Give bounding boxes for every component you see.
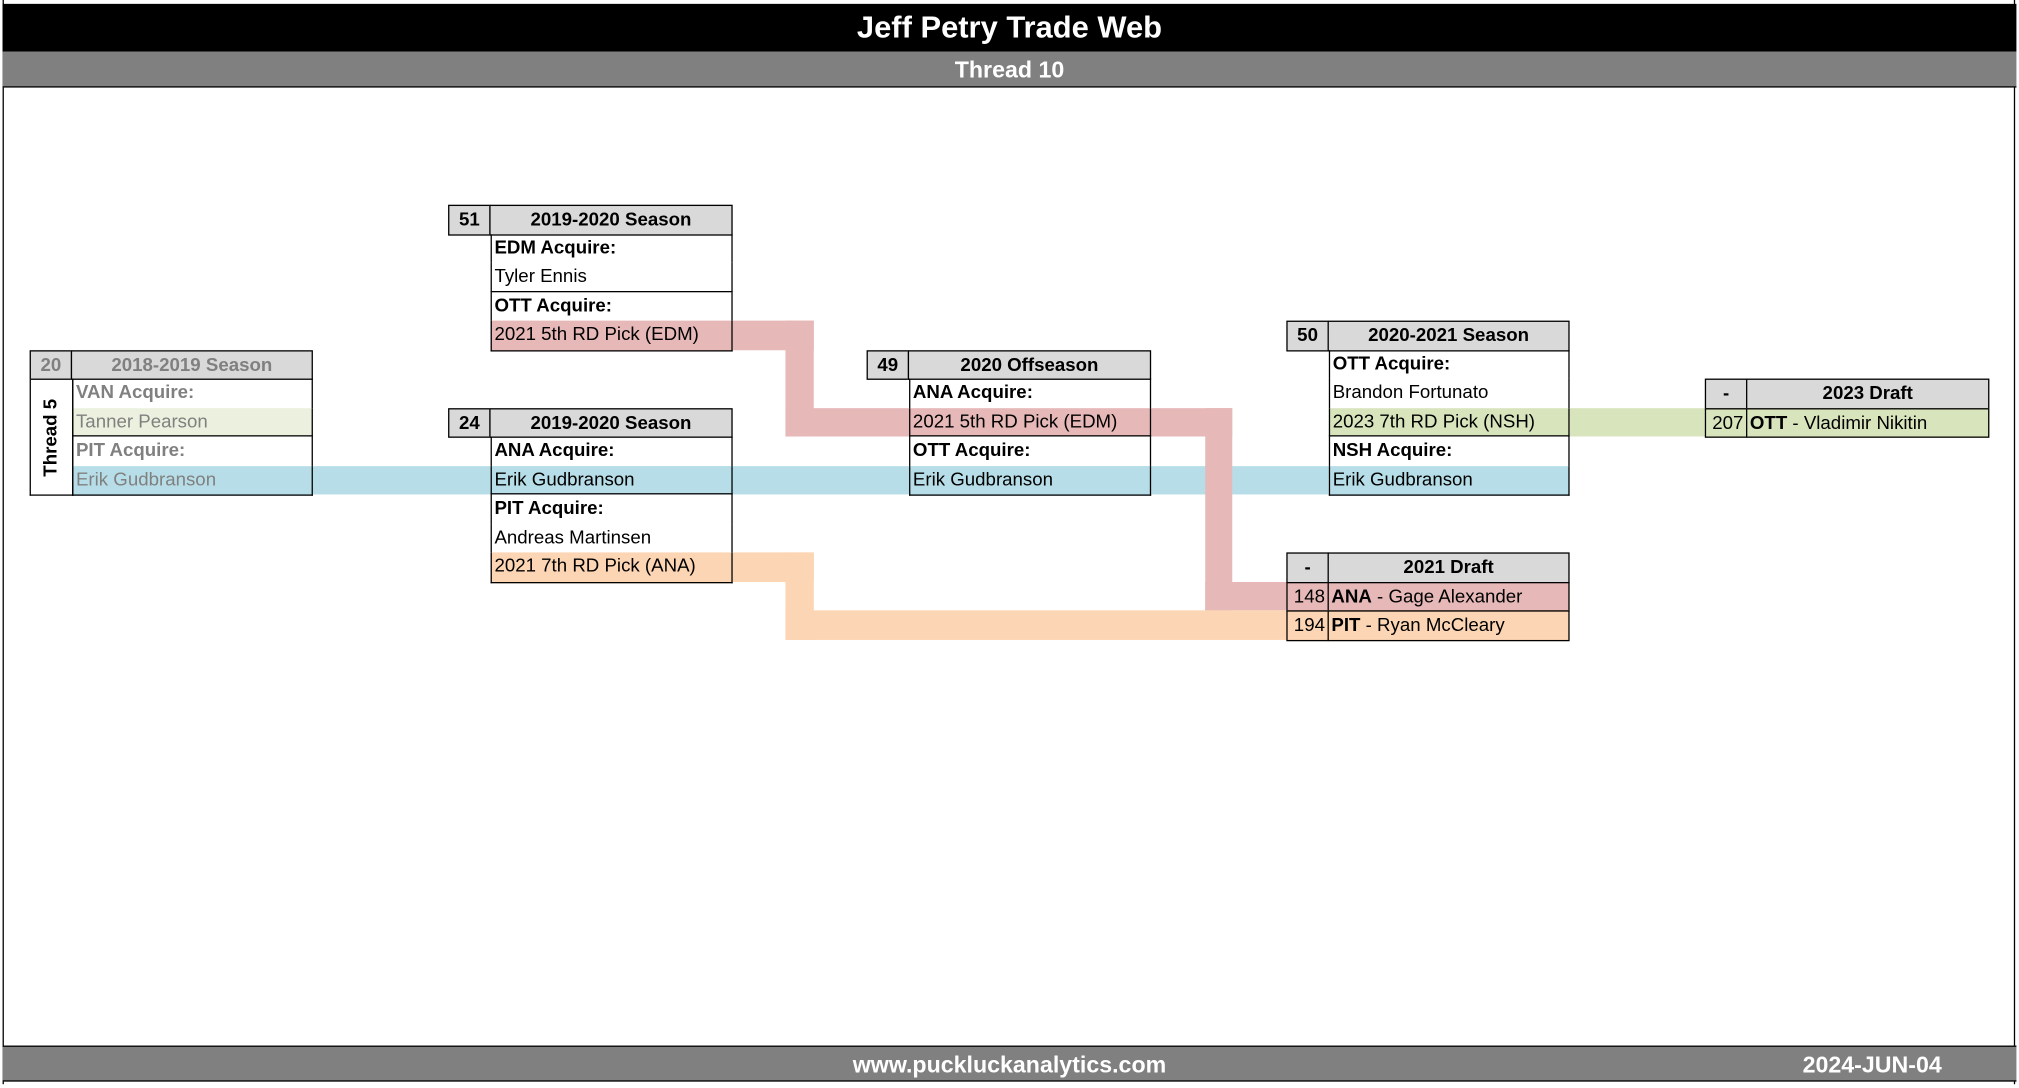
asset-item: Erik Gudbranson (490, 465, 733, 495)
asset-item: Brandon Fortunato (1328, 378, 1570, 408)
draft-pick-number: 194 (1286, 610, 1329, 641)
thread-label-text: Thread 5 (41, 398, 62, 477)
trade-number: 50 (1286, 320, 1329, 351)
trade-period-header: 2019-2020 Season (489, 204, 733, 235)
thread-link-label[interactable]: Thread 5 (29, 379, 74, 496)
player-name: - Vladimir Nikitin (1787, 412, 1928, 434)
asset-item: Andreas Martinsen (490, 523, 733, 553)
trade-number: - (1704, 378, 1748, 409)
trade-period-header: 2020 Offseason (907, 349, 1152, 380)
date-stamp: 2024-JUN-04 (1802, 1051, 1942, 1078)
footer-bar: www.puckluckanalytics.com 2024-JUN-04 (2, 1045, 2017, 1082)
red-connector (785, 407, 910, 437)
red-connector (1205, 581, 1288, 611)
trade-number: 51 (448, 204, 491, 235)
trade-period-header: 2019-2020 Season (489, 407, 733, 438)
draft-pick-number: 148 (1286, 581, 1329, 612)
trade-period-header: 2020-2021 Season (1327, 320, 1570, 351)
asset-item: 2023 7th RD Pick (NSH) (1328, 407, 1570, 437)
asset-item: 2021 5th RD Pick (EDM) (909, 407, 1152, 437)
trade-period-header: 2023 Draft (1746, 378, 1990, 409)
asset-item: Tyler Ennis (490, 262, 733, 292)
asset-item: 2021 7th RD Pick (ANA) (490, 552, 733, 583)
acquire-label: ANA Acquire: (909, 378, 1152, 408)
trade-number: - (1286, 552, 1329, 583)
green-connector (1569, 407, 1705, 437)
acquire-label: VAN Acquire: (72, 378, 313, 408)
asset-item: 2021 5th RD Pick (EDM) (490, 320, 733, 351)
trade-number: 49 (866, 349, 910, 380)
asset-item: Erik Gudbranson (909, 465, 1152, 496)
trade-number: 24 (448, 407, 491, 438)
team-abbrev: PIT (1331, 615, 1361, 637)
website-link[interactable]: www.puckluckanalytics.com (852, 1051, 1167, 1078)
page-title: Jeff Petry Trade Web (2, 3, 2017, 52)
blue-connector (312, 465, 1329, 495)
thread-subtitle: Thread 10 (2, 51, 2017, 88)
asset-item: Tanner Pearson (72, 407, 313, 437)
acquire-label: OTT Acquire: (909, 436, 1152, 466)
draft-selection: OTT - Vladimir Nikitin (1746, 407, 1990, 438)
asset-item: Erik Gudbranson (1328, 465, 1570, 496)
draft-selection: PIT - Ryan McCleary (1327, 610, 1570, 641)
player-name: - Ryan McCleary (1360, 615, 1505, 637)
trade-number: 20 (29, 349, 73, 380)
draft-pick-number: 207 (1704, 407, 1748, 438)
acquire-label: PIT Acquire: (490, 494, 733, 524)
acquire-label: EDM Acquire: (490, 233, 733, 263)
asset-item: Erik Gudbranson (72, 465, 313, 496)
orange-connector (785, 610, 1288, 640)
acquire-label: OTT Acquire: (1328, 349, 1570, 379)
acquire-label: NSH Acquire: (1328, 436, 1570, 466)
team-abbrev: ANA (1331, 586, 1372, 608)
acquire-label: OTT Acquire: (490, 291, 733, 321)
red-connector (1205, 407, 1233, 611)
trade-period-header: 2021 Draft (1327, 552, 1570, 583)
acquire-label: ANA Acquire: (490, 436, 733, 466)
player-name: - Gage Alexander (1371, 586, 1523, 608)
trade-period-header: 2018-2019 Season (70, 349, 313, 380)
draft-selection: ANA - Gage Alexander (1327, 581, 1570, 612)
team-abbrev: OTT (1749, 412, 1788, 434)
acquire-label: PIT Acquire: (72, 436, 313, 466)
